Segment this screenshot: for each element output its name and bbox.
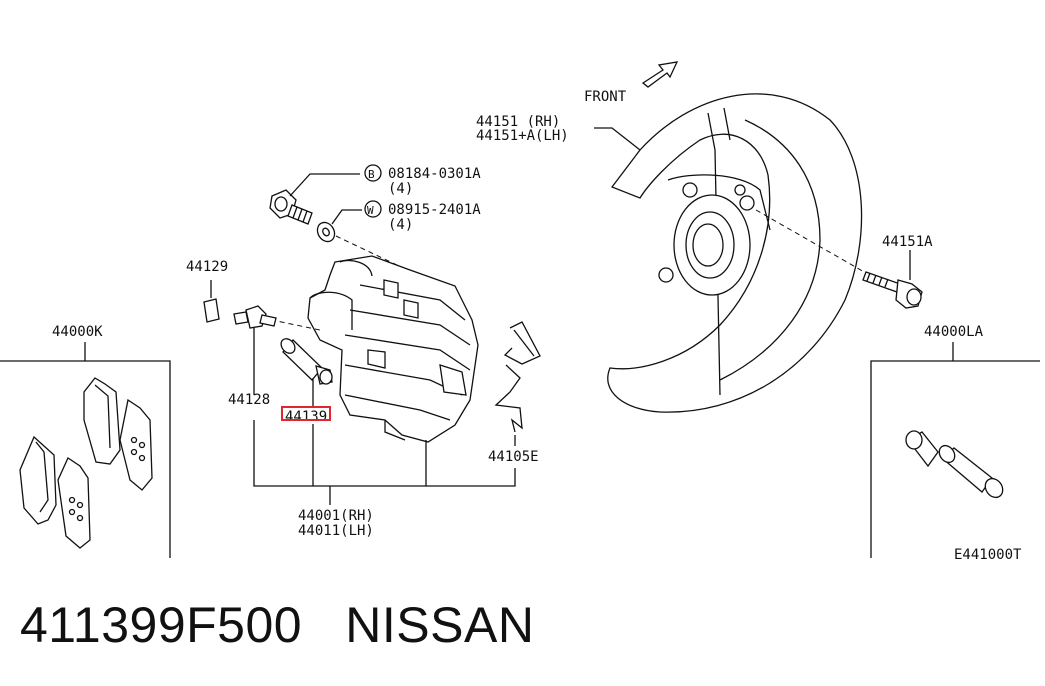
front-label: FRONT (584, 89, 627, 105)
part-caption: 411399F500 NISSAN (20, 596, 534, 654)
label-44128: 44128 (228, 392, 270, 408)
bolt-44151A[interactable] (862, 271, 923, 309)
label-44105E: 44105E (488, 449, 539, 465)
label-44151A: 44151A (882, 234, 933, 250)
bleeder-cap-44129[interactable] (203, 298, 220, 323)
bleeder-screw-44128[interactable] (233, 305, 277, 329)
dash-washer-caliper (335, 235, 421, 277)
pad-kit-box (0, 360, 171, 558)
brake-caliper-assembly[interactable] (307, 255, 479, 443)
pad-clip-44105E[interactable] (494, 321, 541, 433)
slide-pin-44139[interactable] (278, 336, 333, 385)
label-bolt-code: 08184-0301A (388, 166, 481, 182)
part-number: 411399F500 (20, 597, 303, 653)
label-washer-code: 08915-2401A (388, 202, 481, 218)
leader-bolt (289, 173, 360, 197)
pin-kit-box (870, 360, 1040, 558)
leader-44151 (594, 127, 641, 151)
label-44151-lh: 44151+A(LH) (476, 128, 569, 144)
label-44151-rh: 44151 (RH) (476, 114, 560, 130)
label-44011-lh: 44011(LH) (298, 523, 374, 539)
brake-backing-plate[interactable] (607, 93, 863, 413)
leader-washer (331, 209, 362, 225)
label-bolt-qty: (4) (388, 181, 413, 197)
washer-symbol: W (367, 204, 374, 217)
label-44001-rh: 44001(RH) (298, 508, 374, 524)
caliper-washer[interactable] (314, 219, 338, 244)
bolt-symbol: B (368, 168, 375, 181)
brand-name: NISSAN (345, 597, 535, 653)
caliper-mount-bolt[interactable] (269, 189, 313, 225)
washer-symbol-circle (364, 200, 382, 218)
slide-pin-kit[interactable] (905, 430, 1006, 501)
dash-backing-bolt (755, 209, 867, 274)
front-arrow-icon (641, 61, 679, 88)
label-44000LA: 44000LA (924, 324, 984, 340)
diagram-code: E441000T (954, 547, 1022, 563)
label-washer-qty: (4) (388, 217, 413, 233)
brake-pads-set[interactable] (19, 377, 153, 549)
label-44139: 44139 (285, 409, 327, 425)
label-44129: 44129 (186, 259, 228, 275)
label-44000K: 44000K (52, 324, 103, 340)
assembly-bracket (253, 420, 516, 505)
bolt-symbol-circle (364, 164, 382, 182)
highlight-box (281, 406, 331, 421)
